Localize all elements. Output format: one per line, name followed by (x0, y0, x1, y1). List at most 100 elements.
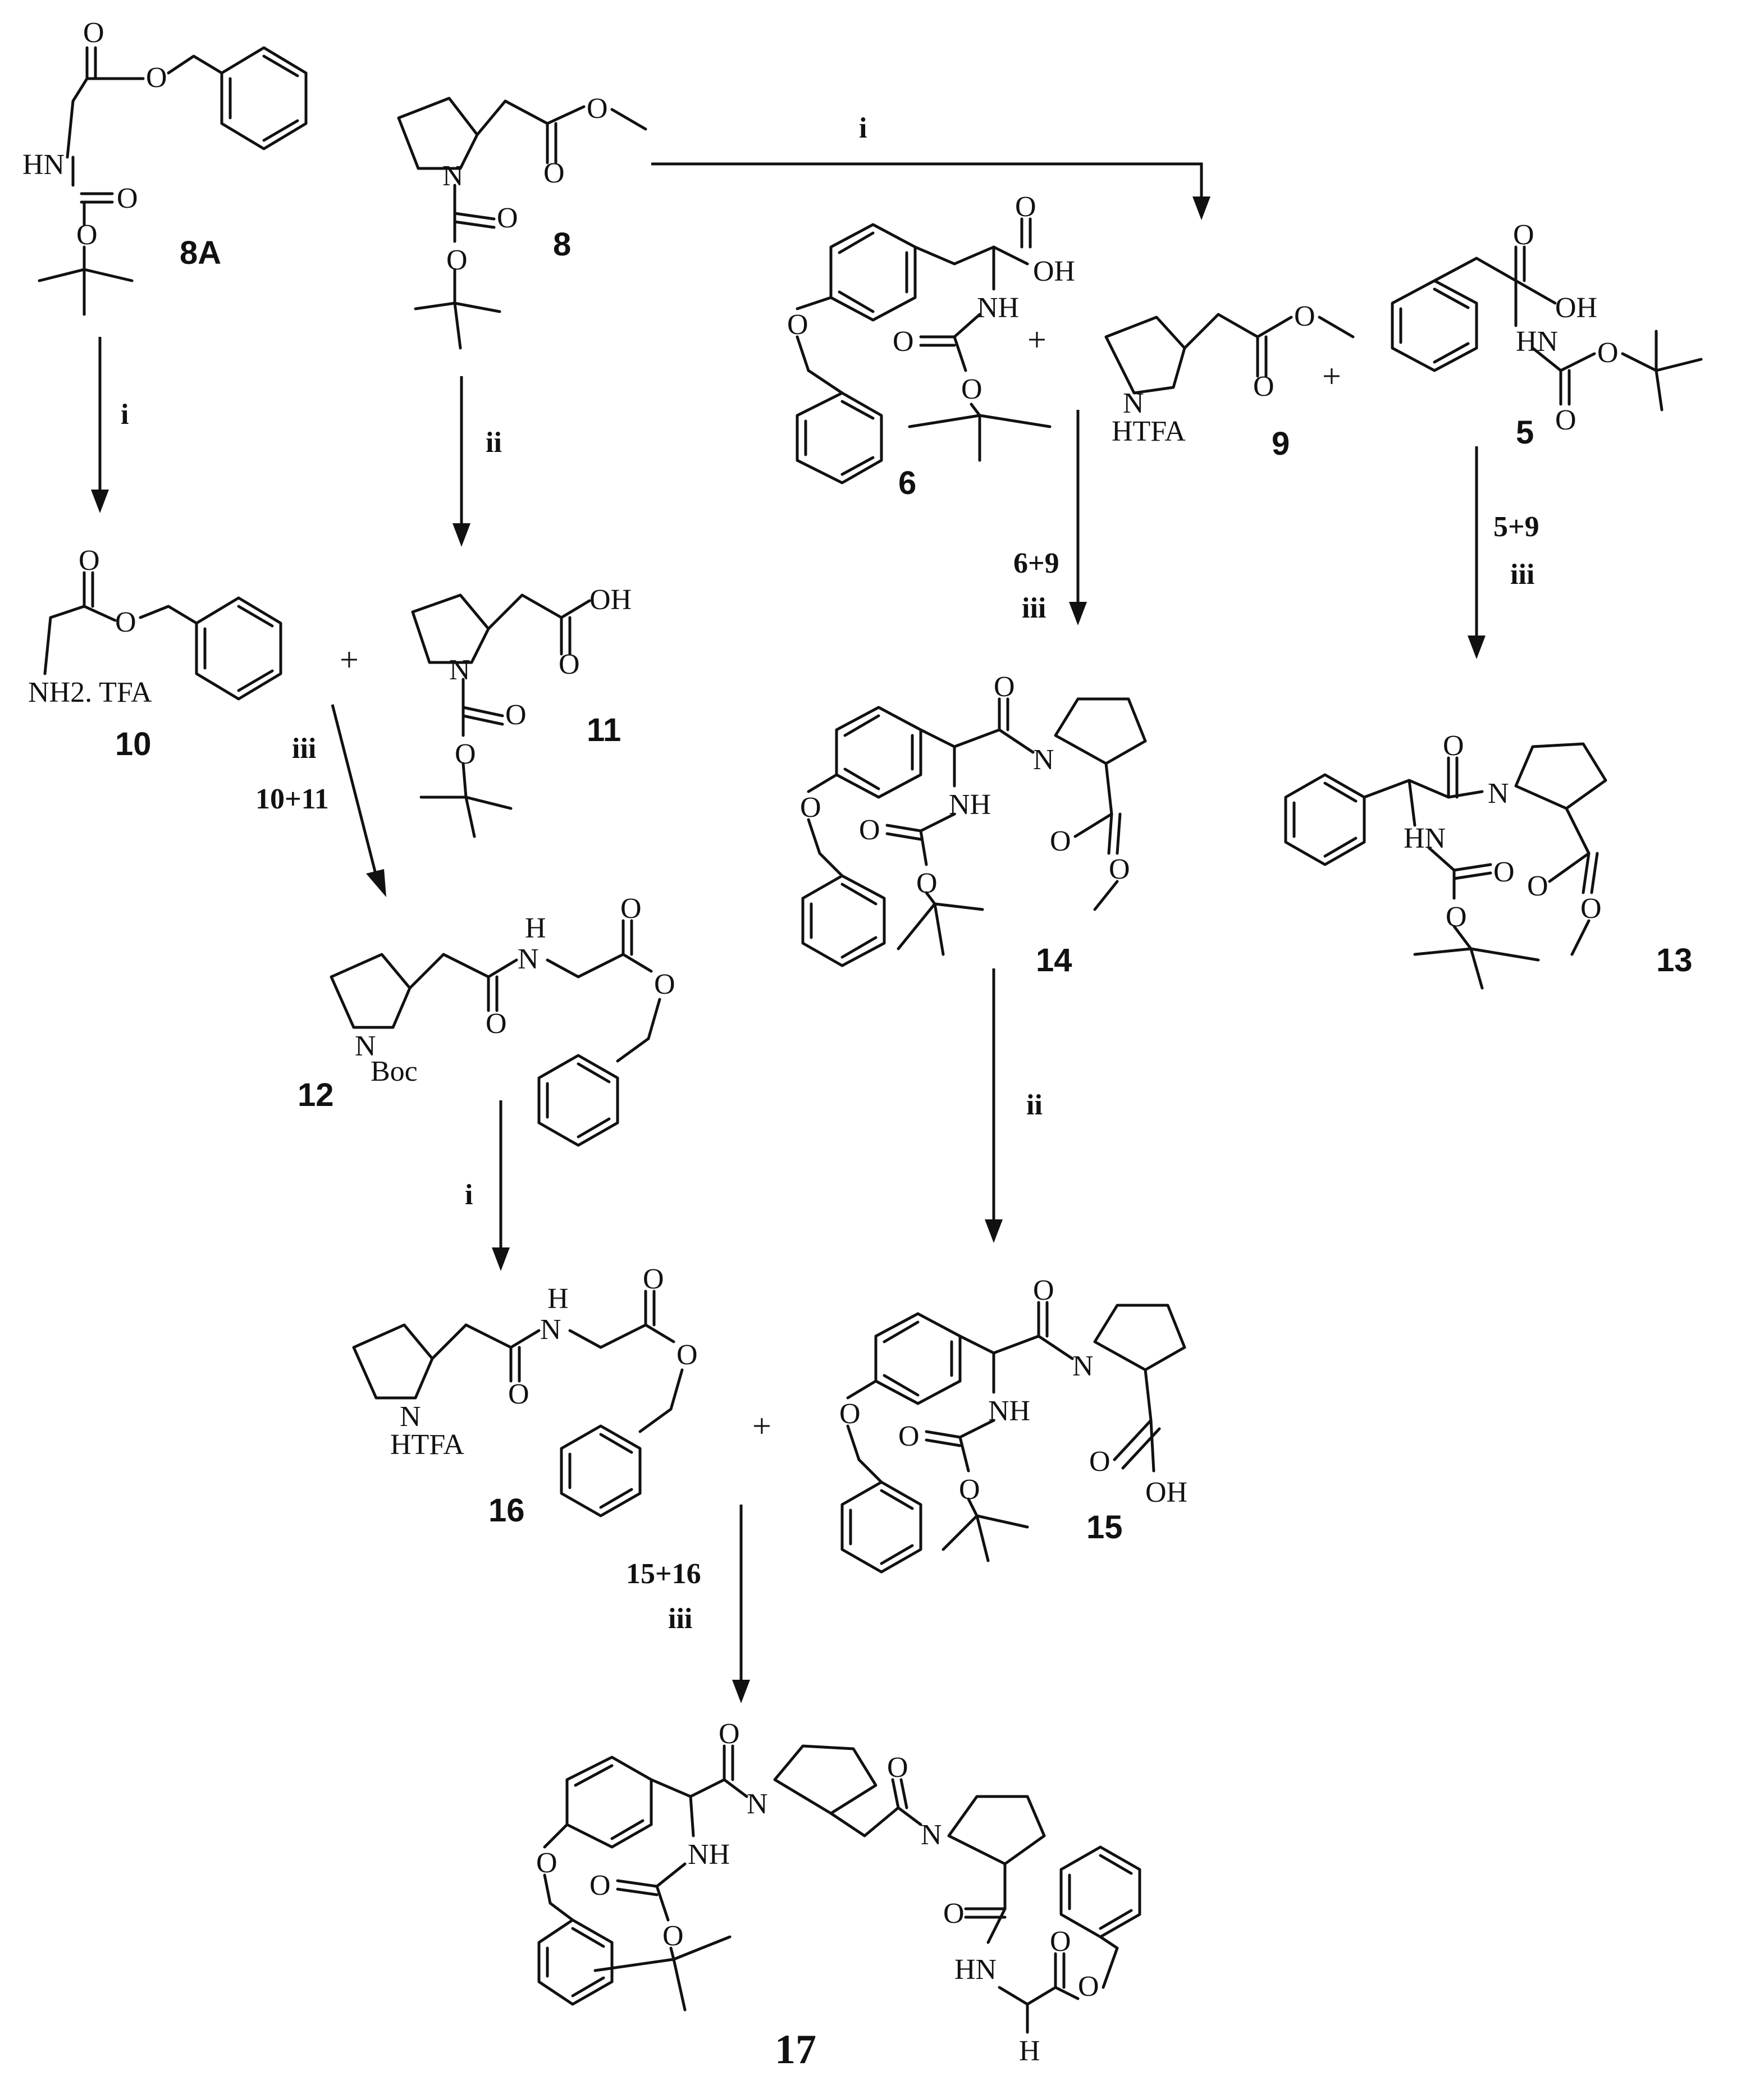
compound-label-16: 16 (488, 1492, 525, 1529)
atom-O: O (1050, 1926, 1071, 1958)
atom-HN: HN (1516, 326, 1558, 358)
atom-O: O (79, 545, 100, 577)
plus-10-11: + (340, 641, 359, 678)
atom-HN: HN (954, 1954, 997, 1986)
atom-O: O (1294, 300, 1315, 332)
atom-O: O (1078, 1971, 1099, 2003)
atom-O: O (1446, 901, 1467, 933)
compound-label-6: 6 (898, 465, 916, 501)
atom-O: O (587, 93, 608, 125)
atom-O: O (1493, 856, 1515, 888)
atom-O: O (117, 182, 138, 214)
atom-HTFA: HTFA (1112, 415, 1186, 447)
atom-N: N (518, 943, 539, 975)
plus-9-5: + (1322, 358, 1341, 395)
molecule-14: O N NH O O O O O 14 (800, 671, 1147, 979)
atom-O: O (508, 1378, 529, 1410)
atom-NH: NH (977, 292, 1019, 324)
molecule-5: O OH HN O O 5 (1391, 219, 1703, 451)
atom-O: O (887, 1752, 908, 1784)
compound-label-13: 13 (1656, 942, 1693, 979)
atom-O: O (677, 1339, 698, 1371)
condition-iii-17: iii (668, 1603, 692, 1635)
atom-O: O (1597, 337, 1619, 369)
atom-O: O (543, 157, 565, 189)
condition-ii-left: ii (486, 427, 502, 459)
atom-N: N (1033, 744, 1054, 776)
atom-O: O (719, 1718, 740, 1750)
compound-label-9: 9 (1272, 426, 1290, 462)
atom-OH: OH (1033, 255, 1075, 287)
condition-pair-5-9: 5+9 (1493, 511, 1539, 543)
atom-O: O (787, 309, 808, 341)
molecule-9: O O N HTFA 9 (1104, 300, 1355, 462)
atom-O: O (146, 62, 167, 94)
condition-iii-14: iii (1022, 592, 1046, 624)
atom-O: O (961, 373, 982, 405)
atom-NH: NH (949, 789, 991, 821)
molecule-12: O H N O O N Boc 12 (298, 893, 675, 1147)
atom-O: O (943, 1898, 965, 1930)
atom-HN: HN (22, 149, 65, 181)
molecule-17: O N NH O O O O N O HN O O H 17 (536, 1718, 1141, 2073)
condition-iii-12: iii (292, 733, 316, 765)
atom-O: O (486, 1008, 507, 1040)
atom-OH: OH (589, 584, 632, 616)
atom-O: O (898, 1420, 920, 1452)
condition-i-mid: i (465, 1179, 473, 1211)
molecule-8: O O N O O 8 (397, 93, 647, 350)
atom-N: N (747, 1788, 768, 1820)
atom-O: O (536, 1847, 557, 1879)
atom-Boc: Boc (371, 1055, 418, 1087)
atom-O: O (1033, 1274, 1054, 1306)
atom-N: N (442, 160, 464, 192)
atom-HTFA: HTFA (390, 1429, 464, 1461)
atom-O: O (505, 699, 527, 731)
atom-O: O (1527, 870, 1548, 902)
compound-label-15: 15 (1086, 1509, 1123, 1546)
atom-O: O (497, 202, 518, 234)
atom-O: O (559, 648, 580, 680)
compound-label-5: 5 (1516, 414, 1534, 451)
atom-N: N (921, 1819, 942, 1851)
atom-NH: NH (688, 1839, 730, 1871)
compound-label-12: 12 (298, 1077, 334, 1113)
compound-label-14: 14 (1036, 942, 1072, 979)
atom-N: N (1123, 387, 1144, 419)
molecule-8A: O O HN O O 8A (22, 17, 308, 316)
plus-16-15: + (752, 1407, 771, 1445)
atom-HN: HN (1404, 822, 1446, 854)
atom-N: N (1072, 1350, 1094, 1382)
atom-N: N (449, 654, 470, 686)
atom-N: N (400, 1401, 421, 1433)
atom-N: N (355, 1030, 376, 1062)
atom-O: O (1513, 219, 1534, 251)
atom-O: O (1555, 404, 1576, 436)
atom-O: O (1443, 730, 1464, 762)
condition-pair-6-9: 6+9 (1013, 547, 1059, 579)
molecule-16: O H N O O N HTFA 16 (352, 1263, 698, 1529)
molecule-6: O OH NH O O O 6 (787, 191, 1075, 501)
atom-O: O (643, 1263, 664, 1295)
atom-O: O (662, 1920, 684, 1952)
atom-O: O (994, 671, 1015, 703)
condition-pair-10-11: 10+11 (255, 783, 329, 815)
atom-O: O (654, 968, 675, 1000)
atom-OH: OH (1145, 1477, 1187, 1509)
atom-O: O (589, 1869, 611, 1901)
atom-O: O (115, 606, 136, 638)
condition-ii-mid: ii (1026, 1089, 1043, 1121)
atom-NH: NH (988, 1395, 1030, 1427)
atom-O: O (1015, 191, 1036, 223)
atom-N: N (1488, 778, 1509, 810)
atom-NH2TFA: NH2. TFA (28, 676, 152, 708)
atom-H: H (547, 1283, 569, 1315)
atom-H: H (1019, 2035, 1040, 2067)
plus-6-9: + (1027, 321, 1046, 358)
atom-O: O (839, 1398, 861, 1430)
atom-O: O (83, 17, 104, 49)
atom-O: O (893, 326, 914, 358)
atom-O: O (859, 814, 880, 846)
atom-H: H (525, 912, 546, 944)
